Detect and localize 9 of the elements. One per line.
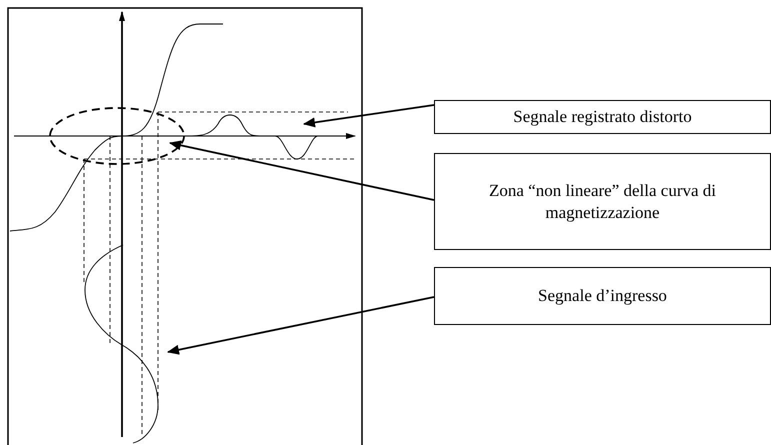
callout-box: Zona “non lineare” della curva di magnetizzazione xyxy=(434,153,771,250)
callout-box: Segnale d’ingresso xyxy=(434,267,771,325)
leader-arrow xyxy=(169,140,434,201)
dashed-ellipse xyxy=(49,107,185,165)
input-signal-curve xyxy=(84,244,158,444)
leader-arrow xyxy=(167,296,434,355)
leader-arrow xyxy=(303,104,434,128)
distorted-signal-curve xyxy=(184,114,318,160)
callout-box: Segnale registrato distorto xyxy=(434,100,771,134)
